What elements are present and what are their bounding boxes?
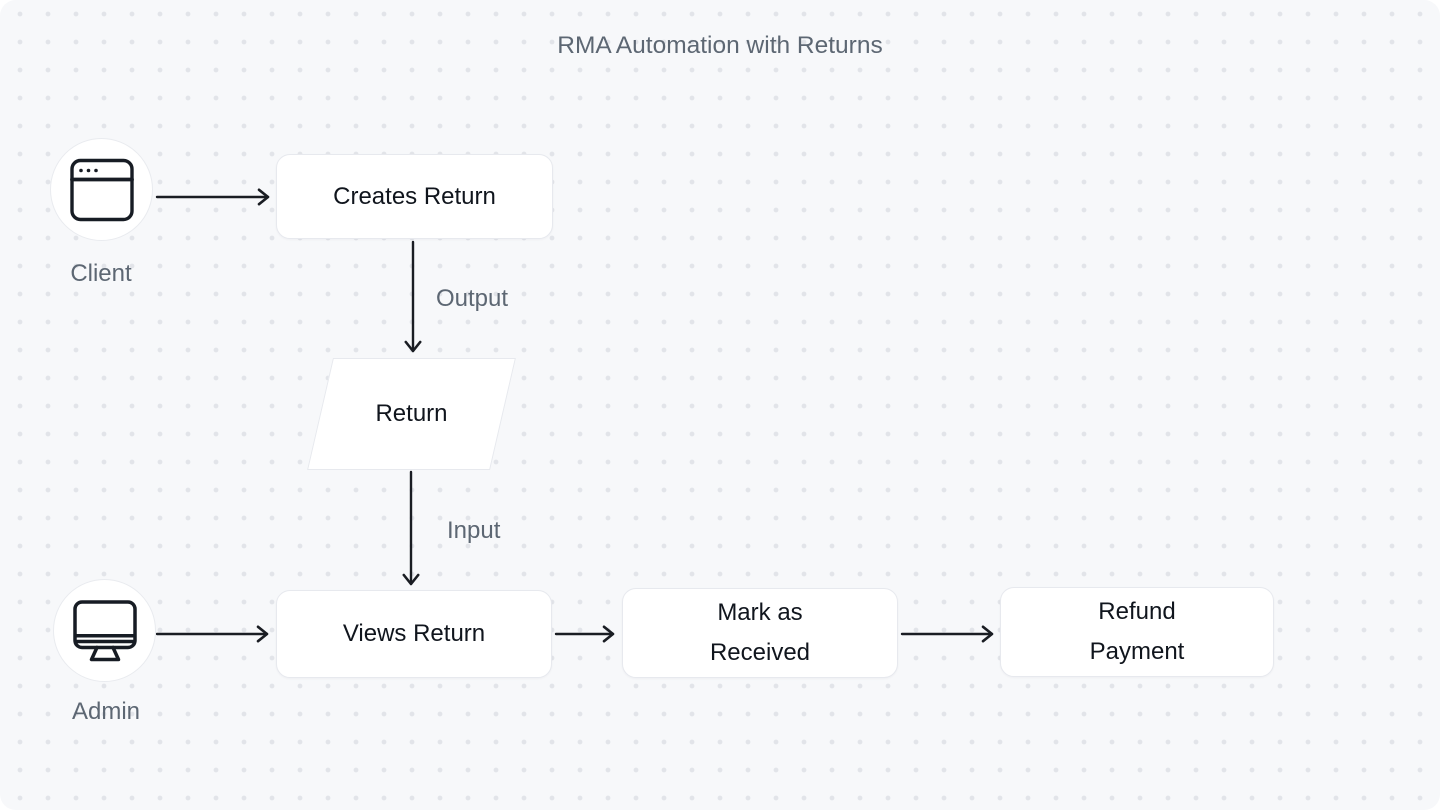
actor-client-label: Client — [70, 260, 132, 287]
desktop-monitor-icon — [72, 599, 137, 662]
actor-client-node[interactable] — [50, 138, 153, 241]
node-return[interactable]: Return — [307, 358, 516, 470]
actor-admin-node[interactable] — [53, 579, 156, 682]
node-views-return[interactable]: Views Return — [276, 590, 552, 678]
node-refund-payment-label: Refund Payment — [1089, 598, 1185, 665]
node-mark-as-received[interactable]: Mark as Received — [622, 588, 898, 678]
node-creates-return-label: Creates Return — [333, 182, 496, 210]
edge-label-input: Input — [447, 517, 501, 544]
browser-window-icon — [69, 158, 134, 222]
diagram-title: RMA Automation with Returns — [557, 32, 883, 59]
node-views-return-label: Views Return — [342, 620, 486, 647]
actor-admin-label: Admin — [71, 698, 141, 725]
node-creates-return[interactable]: Creates Return — [276, 154, 553, 239]
node-mark-as-received-label: Mark as Received — [709, 599, 811, 666]
node-return-label: Return — [375, 400, 448, 427]
node-refund-payment[interactable]: Refund Payment — [1000, 587, 1274, 677]
edge-label-output: Output — [436, 285, 509, 312]
